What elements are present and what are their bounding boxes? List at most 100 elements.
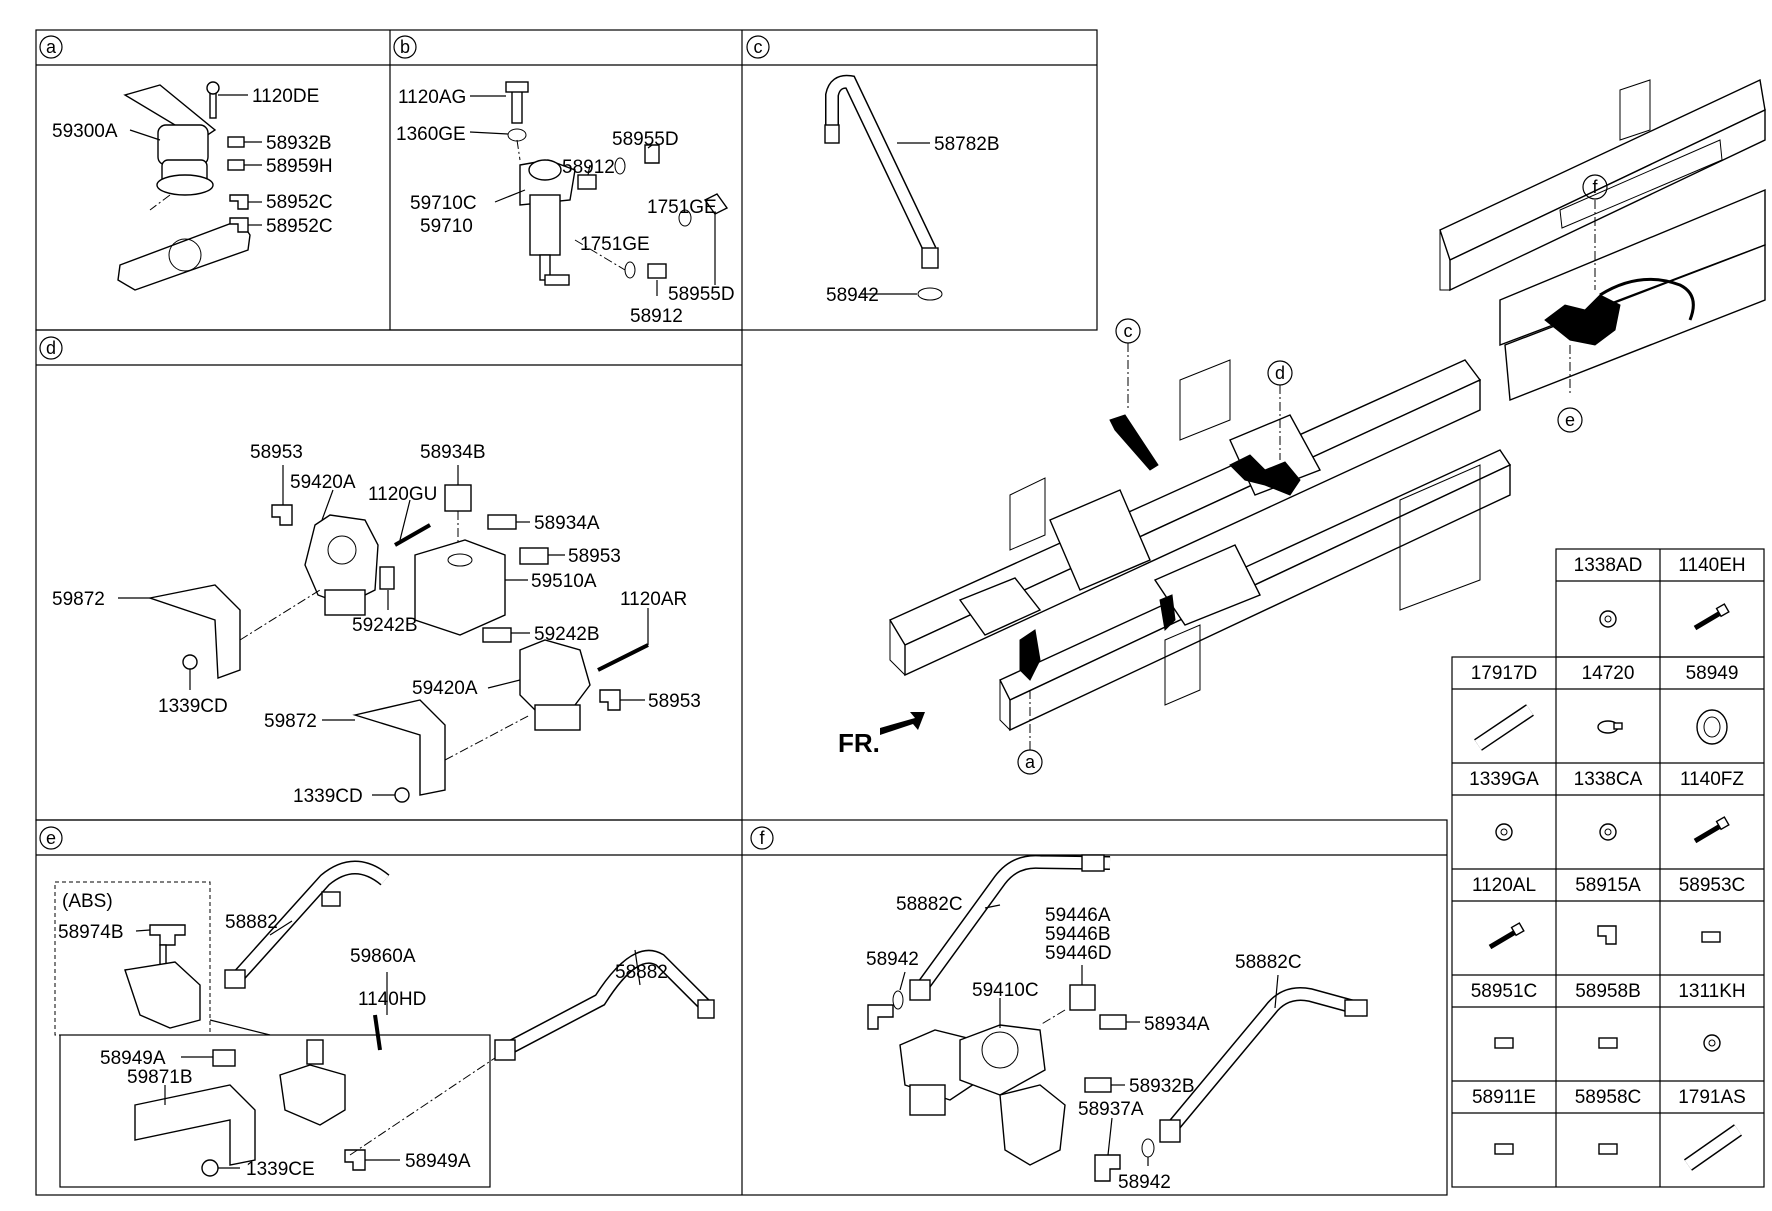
label-e-p6: 58949A bbox=[100, 1048, 166, 1069]
section-e-header: e bbox=[39, 826, 63, 850]
label-b-p3: 58955D bbox=[612, 129, 679, 150]
label-e-p1: 58974B bbox=[58, 922, 124, 943]
label-e-abs: (ABS) bbox=[62, 891, 113, 912]
callout-c: c bbox=[1115, 318, 1141, 344]
tube-icon bbox=[1683, 1124, 1743, 1171]
table-part-icons bbox=[1474, 603, 1743, 1171]
table-cell-header: 58958C bbox=[1575, 1087, 1642, 1108]
tube-icon bbox=[1474, 704, 1534, 751]
clamp-icon bbox=[1597, 720, 1623, 734]
bolt-icon bbox=[1488, 922, 1525, 950]
label-d-p2: 59420A bbox=[290, 472, 356, 493]
label-f-p7: 58882C bbox=[1235, 952, 1302, 973]
chassis-detail-drawing bbox=[1439, 78, 1766, 401]
label-d-p8: 59872 bbox=[52, 589, 105, 610]
label-d-p10: 1120AR bbox=[620, 589, 687, 610]
label-b-p7: 1751GE bbox=[647, 197, 717, 218]
table-cell-header: 58949 bbox=[1686, 663, 1739, 684]
label-b-p10: 58912 bbox=[630, 306, 683, 327]
label-f-p6: 59410C bbox=[972, 980, 1039, 1001]
elbow-fitting-icon bbox=[1597, 925, 1617, 945]
chassis-overview-drawing bbox=[880, 343, 1512, 750]
label-b-p4: 58912 bbox=[562, 157, 615, 178]
section-a-letter: a bbox=[46, 37, 57, 57]
label-c-p1: 58782B bbox=[934, 134, 1000, 155]
table-cell-header: 1120AL bbox=[1472, 875, 1536, 896]
label-b-p5: 59710C bbox=[410, 193, 477, 214]
label-d-p13: 59420A bbox=[412, 678, 478, 699]
parts-table bbox=[1451, 548, 1765, 1188]
table-cell-header: 1791AS bbox=[1678, 1087, 1746, 1108]
fitting-icon bbox=[1598, 1037, 1618, 1049]
label-f-p3: 59446B bbox=[1045, 924, 1111, 945]
callout-d-label: d bbox=[1275, 363, 1285, 383]
label-d-p9: 59242B bbox=[352, 615, 418, 636]
label-e-p2: 58882 bbox=[225, 912, 278, 933]
table-cell-header: 1338AD bbox=[1574, 555, 1643, 576]
bolt-icon bbox=[1693, 816, 1730, 844]
callout-e: e bbox=[1557, 407, 1583, 433]
label-b-p9: 58955D bbox=[668, 284, 735, 305]
label-a-p6: 58952C bbox=[266, 216, 333, 237]
label-e-p5: 58882 bbox=[615, 962, 668, 983]
table-cell-header: 58951C bbox=[1471, 981, 1538, 1002]
section-b-header: b bbox=[393, 35, 417, 59]
label-e-p9: 1339CE bbox=[246, 1159, 315, 1180]
label-f-p8: 58934A bbox=[1144, 1014, 1210, 1035]
label-d-p6: 58953 bbox=[568, 546, 621, 567]
nut-icon bbox=[1599, 610, 1617, 628]
nut-icon bbox=[1703, 1034, 1721, 1052]
callout-a: a bbox=[1017, 749, 1043, 775]
label-d-p1: 58953 bbox=[250, 442, 303, 463]
table-cell-header: 1339GA bbox=[1469, 769, 1539, 790]
label-f-p1: 58882C bbox=[896, 894, 963, 915]
label-b-p8: 1751GE bbox=[580, 234, 650, 255]
label-f-p4: 59446D bbox=[1045, 943, 1112, 964]
label-a-p1: 1120DE bbox=[252, 86, 319, 107]
table-cell-header: 1311KH bbox=[1678, 981, 1745, 1002]
section-b-drawing bbox=[469, 81, 729, 296]
bolt-icon bbox=[1693, 603, 1730, 631]
table-cell-header: 1140EH bbox=[1678, 555, 1745, 576]
label-d-p3: 58934B bbox=[420, 442, 486, 463]
section-d-header: d bbox=[39, 336, 63, 360]
table-cell-header: 58958B bbox=[1575, 981, 1641, 1002]
label-d-p11: 59242B bbox=[534, 624, 600, 645]
label-e-p4: 1140HD bbox=[358, 989, 426, 1010]
section-b-letter: b bbox=[400, 37, 410, 57]
label-e-p3: 59860A bbox=[350, 946, 416, 967]
table-cell-header: 58953C bbox=[1679, 875, 1746, 896]
fitting-icon bbox=[1701, 931, 1721, 943]
label-a-p4: 58959H bbox=[266, 156, 333, 177]
table-cell-header: 58915A bbox=[1575, 875, 1641, 896]
table-cell-header: 1140FZ bbox=[1680, 769, 1744, 790]
label-d-p5: 58934A bbox=[534, 513, 600, 534]
section-a-drawing bbox=[117, 81, 262, 291]
label-d-p15: 59872 bbox=[264, 711, 317, 732]
callout-e-label: e bbox=[1565, 410, 1575, 430]
fitting-icon bbox=[1598, 1143, 1618, 1155]
label-f-p10: 58937A bbox=[1078, 1099, 1144, 1120]
nut-icon bbox=[1599, 823, 1617, 841]
nut-icon bbox=[1495, 823, 1513, 841]
label-b-p1: 1120AG bbox=[398, 87, 466, 108]
label-d-p7: 59510A bbox=[531, 571, 597, 592]
table-cell-header: 17917D bbox=[1471, 663, 1538, 684]
section-d-drawing bbox=[118, 465, 649, 803]
label-e-p8: 58949A bbox=[405, 1151, 471, 1172]
grommet-icon bbox=[1696, 709, 1728, 745]
section-f-letter: f bbox=[759, 828, 765, 848]
label-a-p3: 59300A bbox=[52, 121, 118, 142]
label-d-p14: 58953 bbox=[648, 691, 701, 712]
section-a-header: a bbox=[39, 35, 63, 59]
label-d-p4: 1120GU bbox=[368, 484, 437, 505]
fitting-icon bbox=[1494, 1143, 1514, 1155]
table-cell-header: 1338CA bbox=[1574, 769, 1643, 790]
callout-f: f bbox=[1582, 174, 1608, 200]
label-e-p7: 59871B bbox=[127, 1067, 193, 1088]
label-d-p16: 1339CD bbox=[293, 786, 363, 807]
label-f-p11: 58942 bbox=[1118, 1172, 1171, 1193]
callout-a-label: a bbox=[1025, 752, 1036, 772]
label-d-p12: 1339CD bbox=[158, 696, 228, 717]
